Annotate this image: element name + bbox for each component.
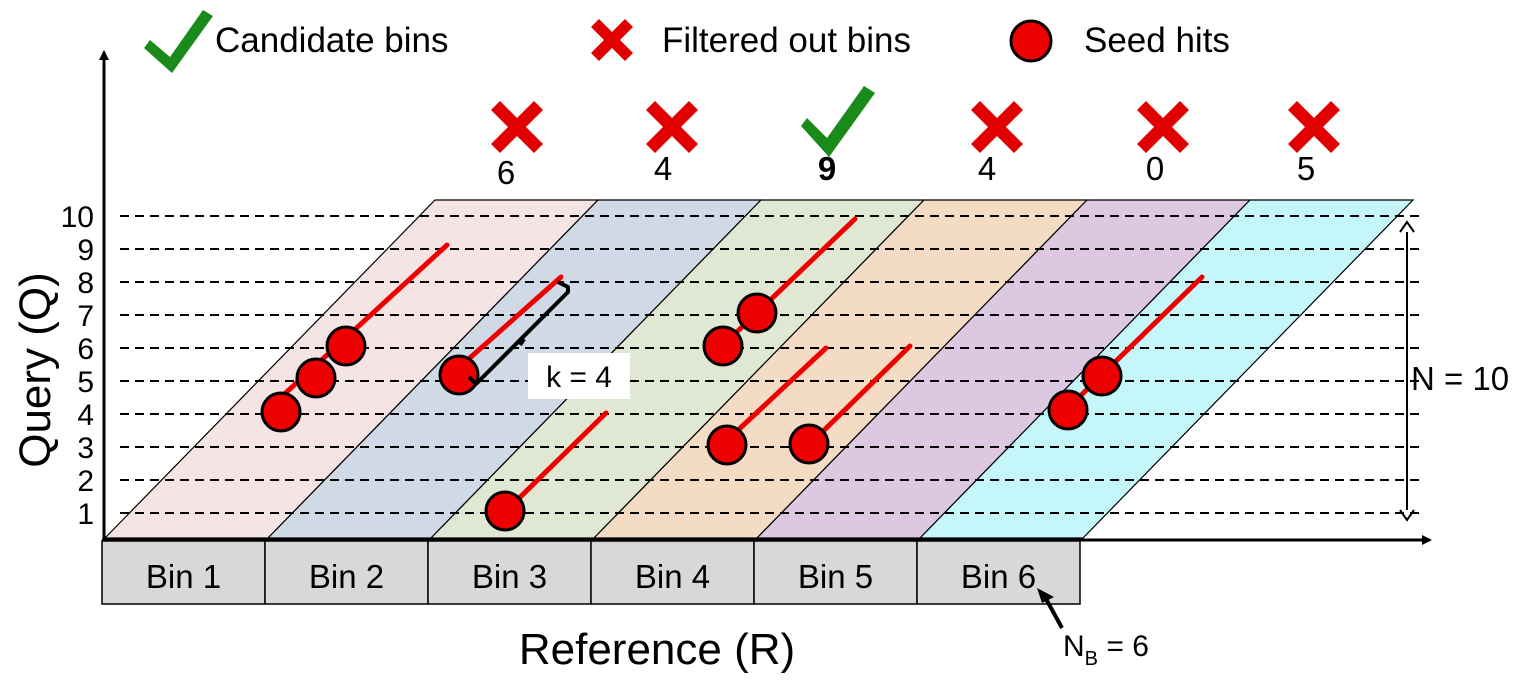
- n-span: N = 10: [1399, 220, 1509, 522]
- y-tick-label: 3: [77, 432, 94, 465]
- nb-label-main: N: [1063, 630, 1085, 663]
- bin-label: Bin 1: [146, 558, 221, 595]
- filtered-cross-icon: [591, 19, 633, 61]
- cross-icon: [491, 101, 543, 153]
- bin-label: Bin 5: [798, 558, 873, 595]
- bin-label: Bin 6: [961, 558, 1036, 595]
- y-axis-label: Query (Q): [11, 272, 60, 468]
- nb-annotation: NB = 6: [1037, 588, 1149, 670]
- seed-hit: [484, 490, 526, 532]
- legend-filtered-label: Filtered out bins: [662, 21, 911, 60]
- bin-bands: [103, 199, 1415, 539]
- query-gridlines: [120, 215, 1420, 514]
- cross-icon: [1288, 101, 1340, 153]
- n-label: N = 10: [1411, 360, 1509, 397]
- y-tick-label: 2: [77, 465, 94, 498]
- y-tick-label: 8: [77, 267, 94, 300]
- legend-seed-label: Seed hits: [1084, 21, 1230, 60]
- legend-candidate-label: Candidate bins: [215, 21, 449, 60]
- nb-label-rest: = 6: [1098, 630, 1149, 663]
- seed-hits: [260, 216, 1205, 532]
- cross-icon: [646, 101, 698, 153]
- y-tick-label: 10: [61, 201, 94, 234]
- seed-hit: [788, 423, 830, 465]
- x-axis-label: Reference (R): [519, 625, 795, 674]
- bin-label: Bin 3: [472, 558, 547, 595]
- bin-label-box: [264, 540, 429, 605]
- seed-hit: [736, 292, 778, 334]
- seed-hit: [702, 325, 744, 367]
- bin-hit-count: 9: [818, 150, 836, 187]
- y-tick-label: 9: [77, 234, 94, 267]
- cross-icon: [1137, 101, 1189, 153]
- bin-hit-count: 4: [978, 150, 996, 187]
- y-tick-label: 5: [77, 366, 94, 399]
- y-tick-label: 7: [77, 300, 94, 333]
- seed-line: [805, 343, 913, 449]
- seed-hit: [1047, 389, 1089, 431]
- candidate-check-icon: [144, 10, 213, 73]
- nb-label: NB = 6: [1063, 630, 1149, 670]
- bin-label: Bin 4: [635, 558, 710, 595]
- y-tick-label: 6: [77, 333, 94, 366]
- bin-hit-count: 0: [1146, 150, 1164, 187]
- check-icon: [801, 86, 875, 157]
- seed-hit: [260, 391, 302, 433]
- cross-icon: [971, 101, 1023, 153]
- bin-status-row: 6 4 9 4 0 5: [491, 86, 1340, 191]
- seed-hit: [325, 325, 367, 367]
- k-bracket: k = 4: [467, 280, 630, 399]
- seed-hit-icon: [1009, 19, 1053, 63]
- bin-label-box: [753, 540, 918, 605]
- k-label-box: [528, 353, 630, 399]
- bin-band-6: [918, 199, 1415, 539]
- bin-hit-count: 4: [654, 150, 672, 187]
- legend: Candidate bins Filtered out bins Seed hi…: [144, 10, 1230, 73]
- y-tick-label: 1: [77, 498, 94, 531]
- seed-hit: [295, 357, 337, 399]
- bin-label-box: [427, 540, 592, 605]
- bin-label-row: Bin 1 Bin 2 Bin 3 Bin 4 Bin 5 Bin 6: [101, 540, 1081, 605]
- bin-hit-count: 6: [497, 154, 515, 191]
- seed-hit: [438, 354, 480, 396]
- seed-line: [502, 410, 609, 515]
- k-label: k = 4: [546, 361, 612, 394]
- y-tick-label: 4: [77, 399, 94, 432]
- nb-label-sub: B: [1085, 648, 1098, 670]
- seed-hit: [706, 424, 748, 466]
- seed-hit: [1081, 355, 1123, 397]
- bin-label-box: [916, 540, 1081, 605]
- bin-hit-count: 5: [1297, 150, 1315, 187]
- bin-label: Bin 2: [309, 558, 384, 595]
